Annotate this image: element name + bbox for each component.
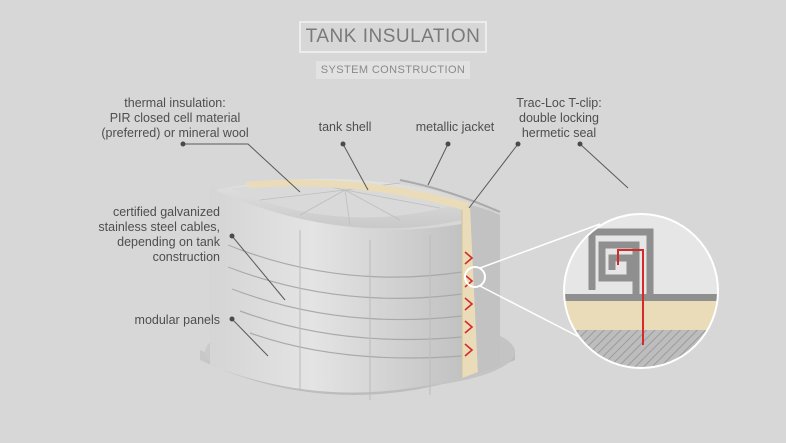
page-subtitle: SYSTEM CONSTRUCTION bbox=[316, 61, 470, 79]
label-line: PIR closed cell material bbox=[109, 111, 241, 125]
label-trac-loc-clip: Trac-Loc T-clip: double locking hermetic… bbox=[494, 96, 624, 141]
detail-connector-top bbox=[479, 223, 601, 269]
leader-lines bbox=[183, 143, 629, 357]
label-line: tank shell bbox=[318, 120, 372, 134]
insulation-layer bbox=[245, 179, 478, 378]
label-line: stainless steel cables, bbox=[98, 220, 220, 234]
tank-roof bbox=[215, 178, 500, 229]
t-clip-markers bbox=[464, 251, 474, 357]
label-line: hermetic seal bbox=[521, 126, 597, 140]
label-cables: certified galvanized stainless steel cab… bbox=[70, 205, 220, 265]
label-line: metallic jacket bbox=[415, 120, 495, 134]
label-line: (preferred) or mineral wool bbox=[101, 126, 249, 140]
label-line: thermal insulation: bbox=[124, 96, 226, 110]
tank-wall bbox=[150, 170, 500, 400]
label-line: modular panels bbox=[134, 313, 220, 327]
label-metallic-jacket: metallic jacket bbox=[400, 120, 510, 135]
clip-detail-magnifier bbox=[563, 213, 719, 369]
label-line: Trac-Loc T-clip: bbox=[516, 96, 602, 110]
label-line: construction bbox=[152, 250, 220, 264]
detail-focus-ring bbox=[464, 266, 486, 288]
detail-connector-bottom bbox=[479, 285, 586, 341]
label-modular-panels: modular panels bbox=[100, 313, 220, 328]
leader-dots bbox=[180, 141, 583, 322]
label-tank-shell: tank shell bbox=[305, 120, 385, 135]
label-line: double locking bbox=[519, 111, 599, 125]
label-line: depending on tank bbox=[117, 235, 220, 249]
page-title: TANK INSULATION bbox=[299, 21, 487, 53]
label-line: certified galvanized bbox=[112, 205, 220, 219]
label-thermal-insulation: thermal insulation: PIR closed cell mate… bbox=[75, 96, 275, 141]
